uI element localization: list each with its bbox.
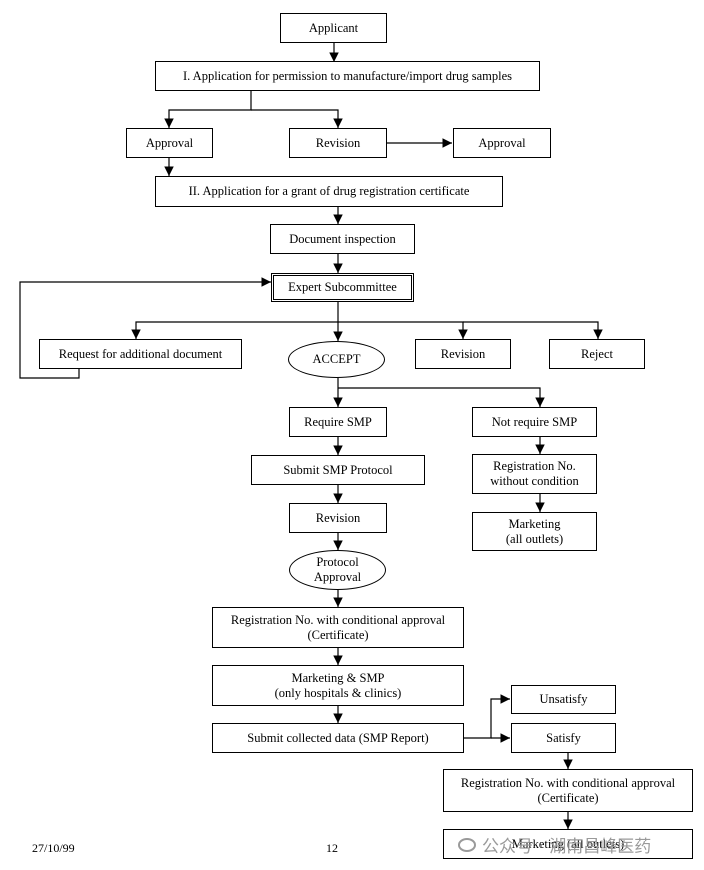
approval-left-box: Approval [126, 128, 213, 158]
split-app1 [164, 91, 252, 128]
registration-uncond-label: Registration No. without condition [490, 459, 579, 488]
split-accept-right [338, 387, 545, 407]
registration-uncond-box: Registration No. without condition [472, 454, 597, 494]
application-1-label: I. Application for permission to manufac… [182, 68, 513, 83]
footer-page-number: 12 [326, 841, 338, 855]
revision-low-label: Revision [315, 510, 361, 525]
application-1-box: I. Application for permission to manufac… [155, 61, 540, 91]
split-expert [131, 302, 339, 339]
revision-low-box: Revision [289, 503, 387, 533]
submit-smp-protocol-label: Submit SMP Protocol [283, 462, 393, 477]
reject-label: Reject [581, 346, 613, 361]
accept-label: ACCEPT [312, 352, 361, 366]
marketing-final-box: Marketing (all outlets) [443, 829, 693, 859]
split-expert-revision [338, 321, 468, 339]
watermark: 公众号 · 湖南昌峰医药 [458, 832, 651, 857]
unsatisfy-label: Unsatisfy [539, 692, 588, 706]
marketing-all-box: Marketing (all outlets) [472, 512, 597, 551]
registration-cond-2-box: Registration No. with conditional approv… [443, 769, 693, 812]
revision-mid-label: Revision [440, 346, 486, 361]
application-2-box: II. Application for a grant of drug regi… [155, 176, 503, 207]
require-smp-box: Require SMP [289, 407, 387, 437]
satisfy-label: Satisfy [546, 730, 581, 745]
not-require-smp-box: Not require SMP [472, 407, 597, 437]
satisfy-box: Satisfy [511, 723, 616, 753]
registration-cond-label: Registration No. with conditional approv… [230, 612, 446, 642]
applicant-box: Applicant [280, 13, 387, 43]
split-app1-right [251, 109, 343, 128]
registration-cond-2-label: Registration No. with conditional approv… [460, 775, 676, 805]
revision-top-label: Revision [315, 135, 361, 150]
marketing-all-label: Marketing (all outlets) [505, 516, 564, 546]
application-2-label: II. Application for a grant of drug regi… [188, 184, 470, 198]
request-document-label: Request for additional document [58, 346, 223, 361]
document-inspection-box: Document inspection [270, 224, 415, 254]
marketing-smp-label: Marketing & SMP (only hospitals & clinic… [274, 670, 402, 700]
revision-top-box: Revision [289, 128, 387, 158]
not-require-smp-label: Not require SMP [491, 414, 578, 429]
reject-box: Reject [549, 339, 645, 369]
protocol-approval-label: Protocol Approval [313, 555, 362, 584]
unsatisfy-box: Unsatisfy [511, 685, 616, 714]
applicant-label: Applicant [308, 20, 359, 35]
submit-smp-protocol-box: Submit SMP Protocol [251, 455, 425, 485]
approval-right-box: Approval [453, 128, 551, 158]
submit-collected-box: Submit collected data (SMP Report) [212, 723, 464, 753]
request-document-box: Request for additional document [39, 339, 242, 369]
split-submit-to-outcomes [464, 694, 510, 739]
revision-mid-box: Revision [415, 339, 511, 369]
marketing-smp-box: Marketing & SMP (only hospitals & clinic… [212, 665, 464, 706]
require-smp-label: Require SMP [304, 414, 372, 429]
registration-cond-box: Registration No. with conditional approv… [212, 607, 464, 648]
approval-right-label: Approval [478, 135, 526, 150]
marketing-final-label: Marketing (all outlets) [511, 836, 625, 851]
watermark-text: 公众号 · 湖南昌峰医药 [482, 837, 652, 857]
submit-collected-label: Submit collected data (SMP Report) [247, 730, 429, 745]
expert-subcommittee-box: Expert Subcommittee [271, 273, 414, 302]
expert-subcommittee-label: Expert Subcommittee [288, 280, 397, 294]
protocol-approval-node: Protocol Approval [289, 550, 386, 590]
chat-bubble-icon [458, 837, 476, 852]
approval-left-label: Approval [145, 135, 194, 150]
loop-request-expert [19, 277, 271, 379]
footer-date: 27/10/99 [32, 841, 75, 855]
accept-node: ACCEPT [288, 341, 385, 378]
split-expert-reject [463, 321, 603, 339]
document-inspection-label: Document inspection [289, 231, 396, 246]
